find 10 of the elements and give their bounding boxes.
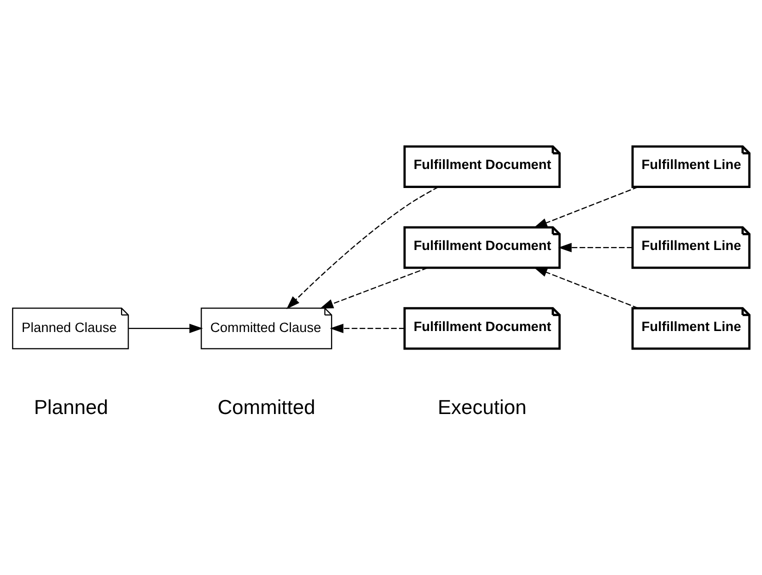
arrow bbox=[534, 186, 638, 228]
arrow bbox=[286, 186, 439, 309]
arrow bbox=[128, 323, 203, 333]
arrow bbox=[330, 323, 405, 333]
label: Committed bbox=[218, 396, 316, 419]
label: Execution bbox=[438, 396, 526, 419]
arrow bbox=[558, 242, 632, 252]
arrow bbox=[320, 266, 428, 308]
label: Planned bbox=[34, 396, 108, 419]
arrow bbox=[534, 266, 638, 308]
